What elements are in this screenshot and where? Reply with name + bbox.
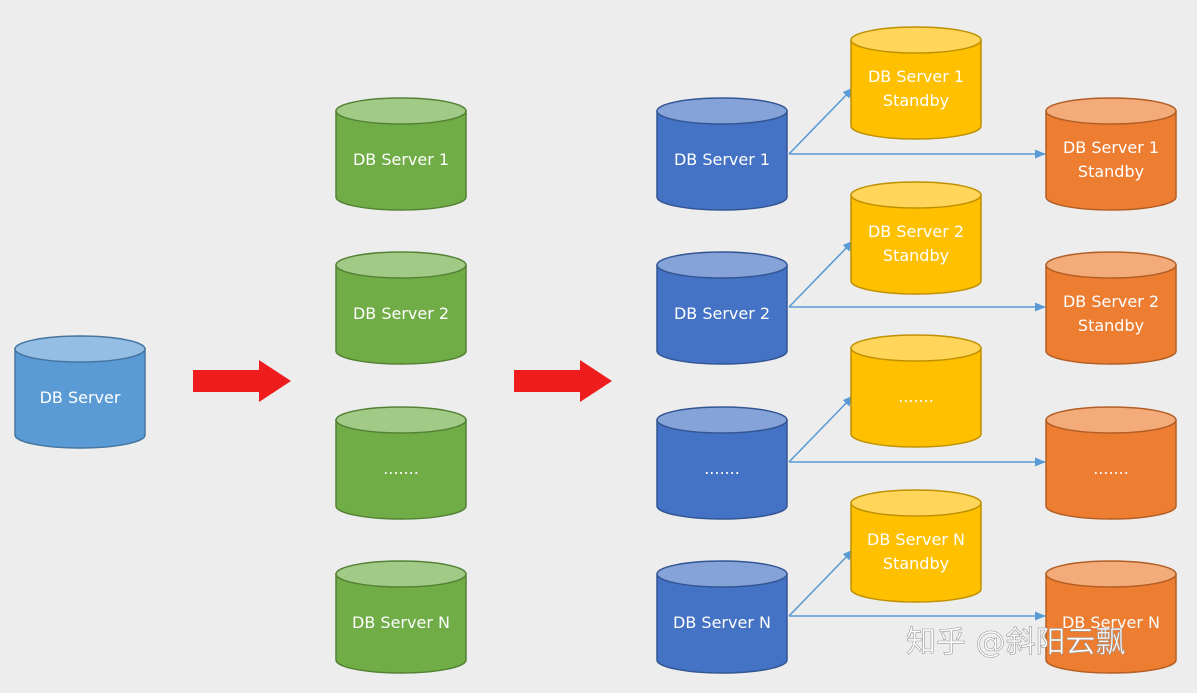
primary-db-1: DB Server 1: [656, 97, 788, 211]
standby-b-db-3-label: .......: [1093, 459, 1129, 478]
source-db-server-body: [14, 348, 146, 449]
primary-db-3-body: [656, 419, 788, 520]
primary-db-3: .......: [656, 406, 788, 520]
standby-a-db-1-body: [850, 39, 982, 140]
standby-b-db-2: DB Server 2 Standby: [1045, 251, 1177, 365]
standby-a-db-4-top: [850, 489, 982, 517]
shard-db-4-top: [335, 560, 467, 588]
standby-a-db-2: DB Server 2 Standby: [850, 181, 982, 295]
shard-db-1-label: DB Server 1: [353, 150, 449, 169]
source-db-server-top: [14, 335, 146, 363]
primary-db-2: DB Server 2: [656, 251, 788, 365]
source-db-server-label: DB Server: [40, 388, 121, 407]
watermark-text: 知乎 @斜阳云飘: [906, 625, 1126, 660]
link-to-standby-a-4: [788, 549, 854, 617]
standby-b-db-2-top: [1045, 251, 1177, 279]
primary-db-4-label: DB Server N: [673, 613, 771, 632]
red-arrow-1: [193, 360, 291, 402]
primary-db-4-top: [656, 560, 788, 588]
standby-b-db-4: DB Server N: [1045, 560, 1177, 674]
primary-db-2-body: [656, 264, 788, 365]
standby-b-db-4-label: DB Server N: [1062, 613, 1160, 632]
primary-db-2-label: DB Server 2: [674, 304, 770, 323]
primary-db-1-top: [656, 97, 788, 125]
standby-b-db-3-body: [1045, 419, 1177, 520]
standby-b-db-2-body: [1045, 264, 1177, 365]
standby-a-db-1-label-line-2: Standby: [883, 91, 949, 110]
shard-db-1-top: [335, 97, 467, 125]
standby-b-db-3-top: [1045, 406, 1177, 434]
standby-b-db-2-label-line-1: DB Server 2: [1063, 292, 1159, 311]
primary-db-3-label: .......: [704, 459, 740, 478]
standby-a-db-2-label-line-1: DB Server 2: [868, 222, 964, 241]
standby-a-db-3-top: [850, 334, 982, 362]
standby-a-db-1-top: [850, 26, 982, 54]
shard-db-2: DB Server 2: [335, 251, 467, 365]
standby-b-db-1-label-line-1: DB Server 1: [1063, 138, 1159, 157]
standby-a-db-4-label-line-2: Standby: [883, 554, 949, 573]
primary-db-1-body: [656, 110, 788, 211]
standby-b-db-3: .......: [1045, 406, 1177, 520]
transition-arrows: [193, 360, 612, 402]
shard-db-2-top: [335, 251, 467, 279]
standby-b-db-1-top: [1045, 97, 1177, 125]
standby-a-db-2-body: [850, 194, 982, 295]
shard-db-4-label: DB Server N: [352, 613, 450, 632]
shard-db-2-body: [335, 264, 467, 365]
standby-b-db-1: DB Server 1 Standby: [1045, 97, 1177, 211]
shard-db-1: DB Server 1: [335, 97, 467, 211]
standby-a-db-4-label-line-1: DB Server N: [867, 530, 965, 549]
standby-a-db-4: DB Server N Standby: [850, 489, 982, 603]
standby-a-db-1-label-line-1: DB Server 1: [868, 67, 964, 86]
standby-b-db-4-top: [1045, 560, 1177, 588]
red-arrow-2: [514, 360, 612, 402]
shard-db-3-body: [335, 419, 467, 520]
link-to-standby-a-3: [788, 395, 854, 463]
link-to-standby-a-2: [788, 240, 854, 308]
primary-db-2-top: [656, 251, 788, 279]
shard-db-4-body: [335, 573, 467, 674]
shard-db-3: .......: [335, 406, 467, 520]
primary-db-4-body: [656, 573, 788, 674]
database-cylinders: DB Server DB Server 1 DB Server 2....... DB…: [14, 26, 1177, 674]
standby-b-db-4-body: [1045, 573, 1177, 674]
shard-db-3-top: [335, 406, 467, 434]
primary-db-3-top: [656, 406, 788, 434]
standby-a-db-1: DB Server 1 Standby: [850, 26, 982, 140]
shard-db-2-label: DB Server 2: [353, 304, 449, 323]
primary-db-4: DB Server N: [656, 560, 788, 674]
standby-b-db-1-label-line-2: Standby: [1078, 162, 1144, 181]
standby-a-db-4-body: [850, 502, 982, 603]
standby-a-db-3: .......: [850, 334, 982, 448]
standby-a-db-2-label-line-2: Standby: [883, 246, 949, 265]
primary-db-1-label: DB Server 1: [674, 150, 770, 169]
link-to-standby-a-1: [788, 87, 854, 155]
standby-b-db-2-label-line-2: Standby: [1078, 316, 1144, 335]
shard-db-1-body: [335, 110, 467, 211]
shard-db-4: DB Server N: [335, 560, 467, 674]
standby-a-db-3-label: .......: [898, 387, 934, 406]
standby-a-db-2-top: [850, 181, 982, 209]
source-db-server: DB Server: [14, 335, 146, 449]
standby-a-db-3-body: [850, 347, 982, 448]
standby-b-db-1-body: [1045, 110, 1177, 211]
replication-links: [788, 87, 1047, 621]
shard-db-3-label: .......: [383, 459, 419, 478]
